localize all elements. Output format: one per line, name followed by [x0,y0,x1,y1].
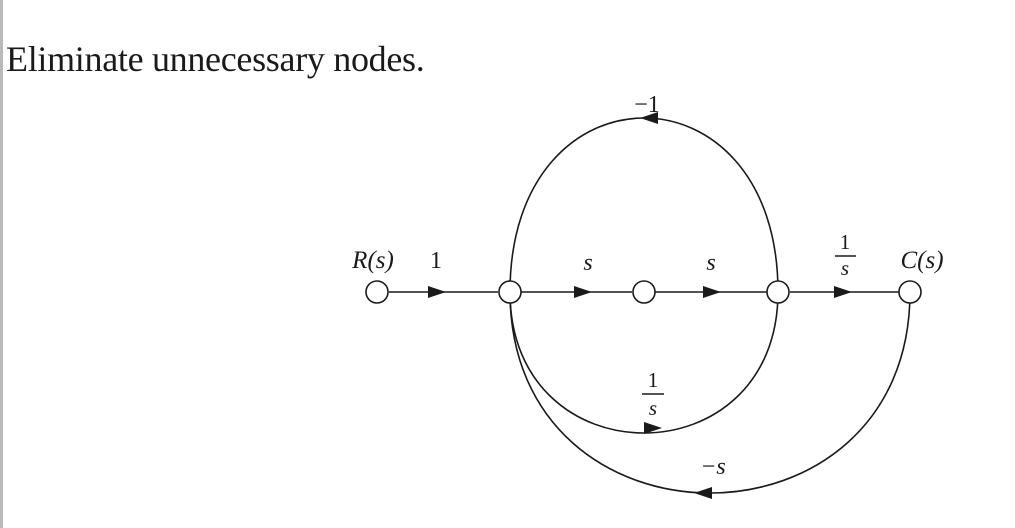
gain-label-n2-to-n3: s [706,250,715,276]
gain-label-bypass-bottom-numerator: 1 [648,368,659,392]
arrow-feedback-top [640,112,658,124]
gain-label-feedback-top: −1 [634,92,660,118]
arrow-feedback-outer [694,487,712,499]
node-n3 [766,280,790,304]
gain-label-bypass-bottom-denominator: s [649,396,657,420]
node-label-r: R(s) [351,247,394,274]
arrow-r-to-n1 [428,286,446,298]
arrow-n2-to-n3 [703,286,721,298]
node-label-c: C(s) [900,247,943,274]
gain-label-n1-to-n2: s [583,250,592,276]
instruction-text: Eliminate unnecessary nodes. [6,39,425,79]
gain-label-r-to-n1: 1 [430,248,442,274]
node-r [365,280,389,304]
branch-bypass-bottom [509,291,779,434]
arrow-n1-to-n2 [574,286,592,298]
page-left-border [0,0,3,528]
branch-feedback-top [509,117,779,293]
gain-label-n3-to-c-denominator: s [841,256,849,280]
arrow-bypass-bottom [644,422,662,434]
gain-label-n3-to-c-numerator: 1 [840,230,851,254]
gain-label-feedback-outer: −s [700,454,726,480]
node-c [898,280,922,304]
node-n2 [632,280,656,304]
arrow-n3-to-c [834,286,852,298]
node-n1 [498,280,522,304]
